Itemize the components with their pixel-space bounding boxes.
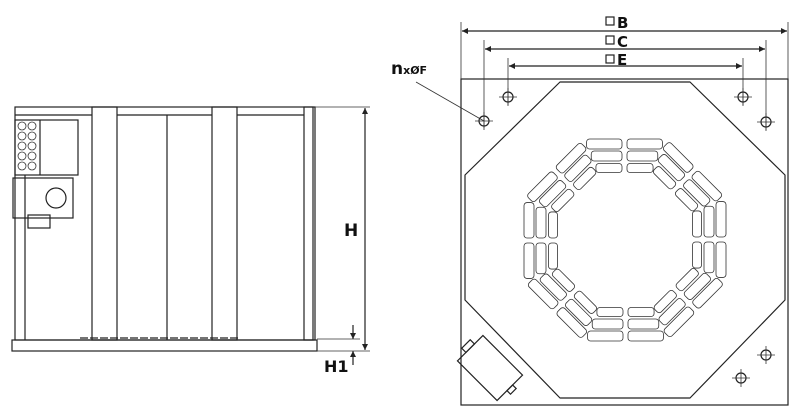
vent-slot (548, 242, 558, 270)
post (91, 106, 118, 341)
vent-slot (596, 307, 624, 317)
side-view: H H1 (11, 106, 370, 376)
mounting-holes (475, 88, 775, 387)
dim-e-label: E (617, 51, 627, 69)
vent-slot (586, 138, 623, 150)
post (211, 106, 238, 341)
vent-slot (657, 154, 685, 182)
vent-slot (590, 150, 623, 162)
vent-hole (27, 141, 37, 151)
vent-slot (548, 211, 558, 239)
vent-slot (556, 307, 587, 338)
vent-slot (627, 307, 655, 317)
vent-hole (27, 151, 37, 161)
vent-hole (17, 151, 27, 161)
octagon-frame (464, 81, 786, 399)
mounting-hole (499, 88, 517, 106)
vent-slot (715, 201, 727, 238)
vent-slot (539, 273, 567, 301)
vent-slot (653, 166, 677, 190)
vent-hole (27, 121, 37, 131)
vent-slot (675, 268, 699, 292)
vent-slot (715, 241, 727, 278)
vent-hole (17, 131, 27, 141)
dim-b-label: B (617, 14, 628, 32)
vent-slot (573, 166, 597, 191)
vent-slot (674, 188, 699, 212)
vent-slot (683, 179, 711, 207)
holes-label: nxØF (391, 59, 427, 79)
mounting-hole (732, 369, 750, 387)
vent-slot (663, 306, 695, 338)
vent-slot (595, 163, 623, 173)
motor-box (456, 334, 524, 402)
vent-slot (663, 142, 694, 173)
vent-slot (527, 278, 559, 310)
vent-slot (626, 150, 659, 162)
base-height-label: H1 (324, 357, 349, 376)
vent-slot (691, 170, 723, 202)
vent-slot (564, 154, 592, 182)
vent-slot (653, 289, 677, 314)
vent-slot (626, 163, 654, 173)
height-label: H (344, 221, 358, 241)
post (303, 106, 314, 341)
mounting-hole (734, 88, 752, 106)
vent-slot (523, 202, 535, 239)
mounting-hole (757, 346, 775, 364)
dim-c-label: C (617, 33, 628, 51)
vent-slot (683, 272, 711, 300)
mounting-hole (475, 112, 493, 130)
base-square (460, 78, 789, 406)
vent-slot (627, 318, 660, 330)
vent-hole (27, 161, 37, 171)
frame (14, 106, 316, 341)
vent-slot (627, 330, 664, 342)
vent-slot (539, 180, 567, 208)
leader-line (415, 81, 485, 122)
vent-slot (573, 290, 597, 314)
vent-slot (523, 242, 535, 279)
vent-slots (523, 138, 727, 342)
vent-slot (555, 142, 587, 174)
vent-slot (692, 210, 702, 238)
junction-box (12, 119, 79, 229)
vent-slot (692, 241, 702, 269)
vent-slot (703, 205, 715, 238)
vent-slot (535, 242, 547, 275)
vent-slot (551, 268, 576, 292)
vent-slot (565, 298, 593, 326)
top-view: B C E nxØF (391, 14, 789, 406)
vent-hole (27, 131, 37, 141)
vent-hole (17, 121, 27, 131)
vent-slot (535, 206, 547, 239)
vent-slot (527, 171, 558, 202)
vent-hole (17, 141, 27, 151)
vent-slot (626, 138, 663, 150)
vent-slot (658, 298, 686, 326)
vent-slot (551, 188, 575, 212)
vent-slot (692, 278, 723, 309)
base-plate (11, 339, 318, 352)
vent-slot (587, 330, 624, 342)
vent-slot (703, 241, 715, 274)
vent-hole (17, 161, 27, 171)
mounting-hole (757, 113, 775, 131)
vent-slot (591, 318, 624, 330)
